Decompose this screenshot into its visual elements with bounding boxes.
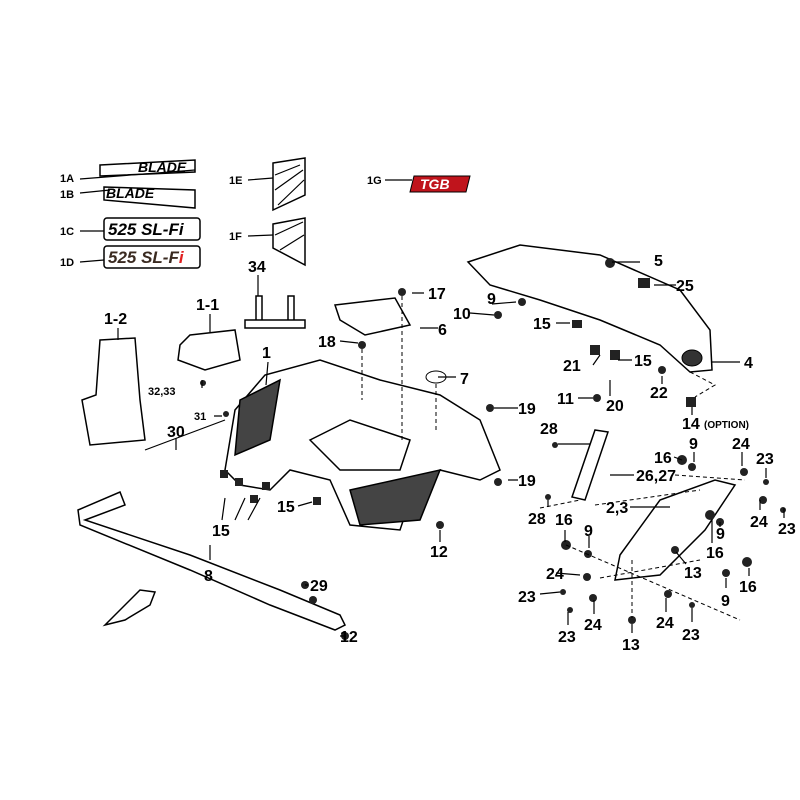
- decal-1e: [272, 157, 306, 212]
- callout-1d: 1D: [60, 257, 74, 269]
- part-1-rear-fender: [224, 359, 501, 531]
- callout-15: 15: [533, 316, 551, 333]
- callout-13: 13: [622, 637, 640, 654]
- svg-text:TGB: TGB: [420, 176, 450, 192]
- callout-1f: 1F: [229, 231, 242, 243]
- callout-23: 23: [682, 627, 700, 644]
- callout-9: 9: [487, 291, 496, 308]
- callout-1-2: 1-2: [104, 311, 127, 328]
- callout-16: 16: [706, 545, 724, 562]
- callouts: 1A 1B 1C 1D 1E 1F 1G 34 1-1 1-2 1 18 17 …: [60, 173, 796, 654]
- callout-24: 24: [732, 436, 750, 453]
- callout-14-option-note: (OPTION): [704, 420, 749, 431]
- callout-1g: 1G: [367, 175, 382, 187]
- callout-16: 16: [654, 450, 672, 467]
- callout-20: 20: [606, 398, 624, 415]
- callout-9: 9: [584, 523, 593, 540]
- decal-1b: BLADE: [103, 185, 196, 209]
- callout-12: 12: [430, 544, 448, 561]
- callout-29: 29: [310, 578, 328, 595]
- callout-24: 24: [750, 514, 768, 531]
- callout-24: 24: [584, 617, 602, 634]
- callout-6: 6: [438, 322, 447, 339]
- decal-1g-tgb-logo: TGB: [409, 175, 471, 193]
- callout-4: 4: [744, 355, 753, 372]
- callout-19: 19: [518, 473, 536, 490]
- callout-24: 24: [656, 615, 674, 632]
- callout-23: 23: [778, 521, 796, 538]
- callout-22: 22: [650, 385, 668, 402]
- callout-1a: 1A: [60, 173, 74, 185]
- callout-26-27: 26,27: [636, 468, 676, 485]
- part-2-3-side-cover: [614, 479, 737, 581]
- part-8-frame: [77, 491, 347, 631]
- callout-16: 16: [739, 579, 757, 596]
- guide-lines: [361, 296, 746, 621]
- part-1-1: [177, 329, 241, 371]
- callout-1e: 1E: [229, 175, 242, 187]
- callout-1c: 1C: [60, 226, 74, 238]
- part-34-bracket: [244, 295, 306, 329]
- callout-17: 17: [428, 286, 446, 303]
- callout-2-3: 2,3: [606, 500, 628, 517]
- callout-21: 21: [563, 358, 581, 375]
- callout-15: 15: [212, 523, 230, 540]
- callout-7: 7: [460, 371, 469, 388]
- decal-1f: [272, 217, 306, 267]
- callout-1b: 1B: [60, 189, 74, 201]
- callout-9: 9: [689, 436, 698, 453]
- hardware: [200, 258, 786, 640]
- arrow-mark: [102, 589, 157, 627]
- callout-1: 1: [262, 345, 271, 362]
- part-1-2-mudflap: [81, 337, 146, 446]
- decal-1c: 525 SL-Fi: [103, 217, 201, 241]
- callout-23: 23: [756, 451, 774, 468]
- callout-23: 23: [558, 629, 576, 646]
- callout-12: 12: [340, 629, 358, 646]
- callout-25: 25: [676, 278, 694, 295]
- callout-28: 28: [528, 511, 546, 528]
- svg-text:525 SL-Fi: 525 SL-Fi: [108, 220, 185, 239]
- decal-1d-text: 525 SL-Fi: [108, 248, 185, 267]
- part-26-27-strip: [571, 429, 609, 501]
- callout-9: 9: [716, 526, 725, 543]
- callout-10: 10: [453, 306, 471, 323]
- callout-19: 19: [518, 401, 536, 418]
- part-6-plate: [333, 297, 412, 336]
- callout-23: 23: [518, 589, 536, 606]
- callout-11: 11: [557, 391, 574, 408]
- callout-15: 15: [634, 353, 652, 370]
- callout-34: 34: [248, 259, 266, 276]
- callout-15: 15: [277, 499, 295, 516]
- decal-1d: 525 SL-Fi: [103, 245, 201, 269]
- callout-13: 13: [684, 565, 702, 582]
- callout-1-1: 1-1: [196, 297, 219, 314]
- callout-28: 28: [540, 421, 558, 438]
- callout-24: 24: [546, 566, 564, 583]
- callout-5: 5: [654, 253, 663, 270]
- callout-31: 31: [194, 411, 206, 423]
- callout-32-33: 32,33: [148, 386, 176, 398]
- callout-14: 14: [682, 416, 700, 433]
- callout-8: 8: [204, 568, 213, 585]
- leader-lines: [79, 169, 785, 637]
- callout-16: 16: [555, 512, 573, 529]
- callout-18: 18: [318, 334, 336, 351]
- part-4-rear-bumper: [466, 244, 713, 373]
- callout-9: 9: [721, 593, 730, 610]
- part-30-rod: [144, 419, 226, 451]
- svg-text:BLADE: BLADE: [106, 185, 155, 201]
- callout-30: 30: [167, 424, 185, 441]
